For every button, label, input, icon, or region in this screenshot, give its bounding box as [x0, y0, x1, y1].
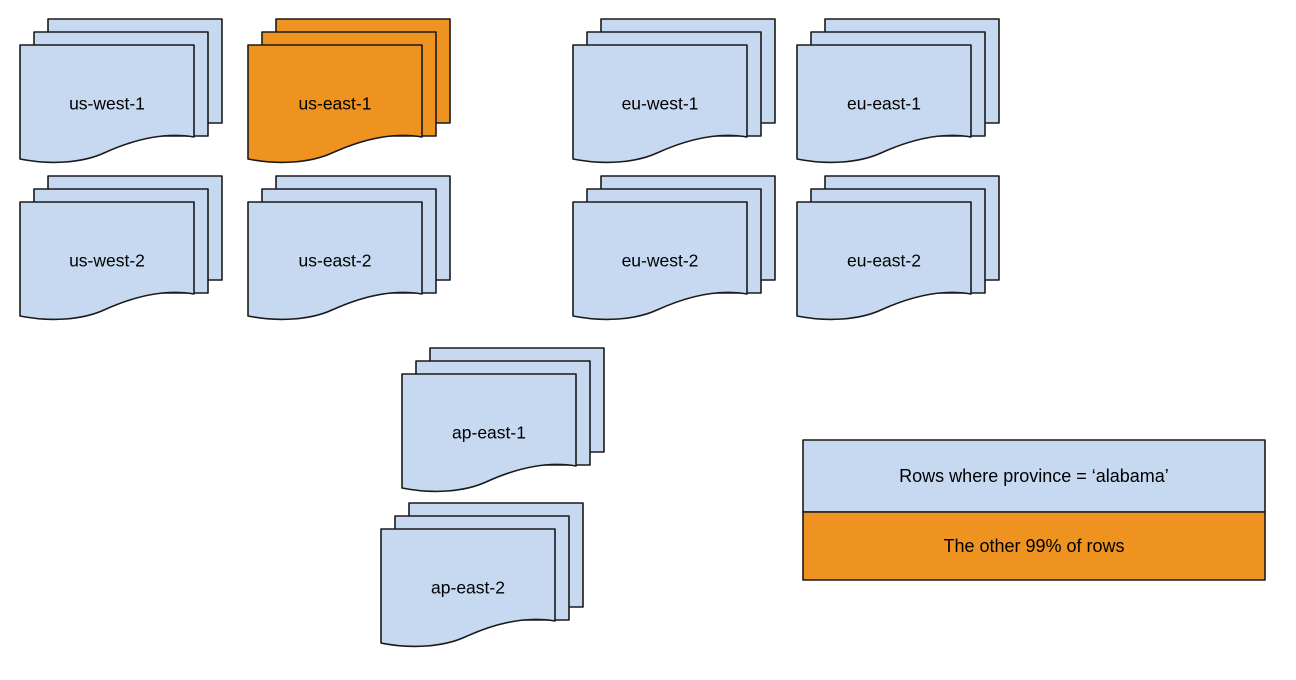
doc-stack-shape: [401, 347, 605, 493]
legend-swatch-other-rows: [802, 511, 1266, 581]
region-label: eu-east-2: [847, 251, 921, 271]
region-label: us-east-1: [299, 94, 372, 114]
doc-stack-shape: [796, 175, 1000, 321]
doc-stack-shape: [572, 175, 776, 321]
doc-stack-shape: [572, 18, 776, 164]
doc-stack-shape: [247, 175, 451, 321]
legend: Rows where province = ‘alabama’ The othe…: [802, 439, 1266, 581]
region-label: ap-east-1: [452, 423, 526, 443]
region-label: us-west-2: [69, 251, 145, 271]
doc-stack-shape: [247, 18, 451, 164]
doc-stack-shape: [19, 175, 223, 321]
region-label: ap-east-2: [431, 578, 505, 598]
region-group-eu-west-1[interactable]: eu-west-1: [572, 18, 776, 164]
doc-stack-shape: [796, 18, 1000, 164]
region-group-ap-east-1[interactable]: ap-east-1: [401, 347, 605, 493]
region-group-eu-east-1[interactable]: eu-east-1: [796, 18, 1000, 164]
doc-stack-shape: [19, 18, 223, 164]
legend-label-other-rows: The other 99% of rows: [943, 536, 1124, 556]
region-group-eu-west-2[interactable]: eu-west-2: [572, 175, 776, 321]
region-group-us-west-2[interactable]: us-west-2: [19, 175, 223, 321]
region-label: us-east-2: [299, 251, 372, 271]
region-label: us-west-1: [69, 94, 145, 114]
region-group-us-west-1[interactable]: us-west-1: [19, 18, 223, 164]
legend-swatch-alabama-rows: [802, 439, 1266, 513]
region-group-ap-east-2[interactable]: ap-east-2: [380, 502, 584, 648]
legend-label-alabama-rows: Rows where province = ‘alabama’: [899, 466, 1169, 486]
region-label: eu-east-1: [847, 94, 921, 114]
doc-stack-shape: [380, 502, 584, 648]
region-group-us-east-1[interactable]: us-east-1: [247, 18, 451, 164]
region-label: eu-west-2: [622, 251, 699, 271]
region-label: eu-west-1: [622, 94, 699, 114]
region-group-us-east-2[interactable]: us-east-2: [247, 175, 451, 321]
region-group-eu-east-2[interactable]: eu-east-2: [796, 175, 1000, 321]
